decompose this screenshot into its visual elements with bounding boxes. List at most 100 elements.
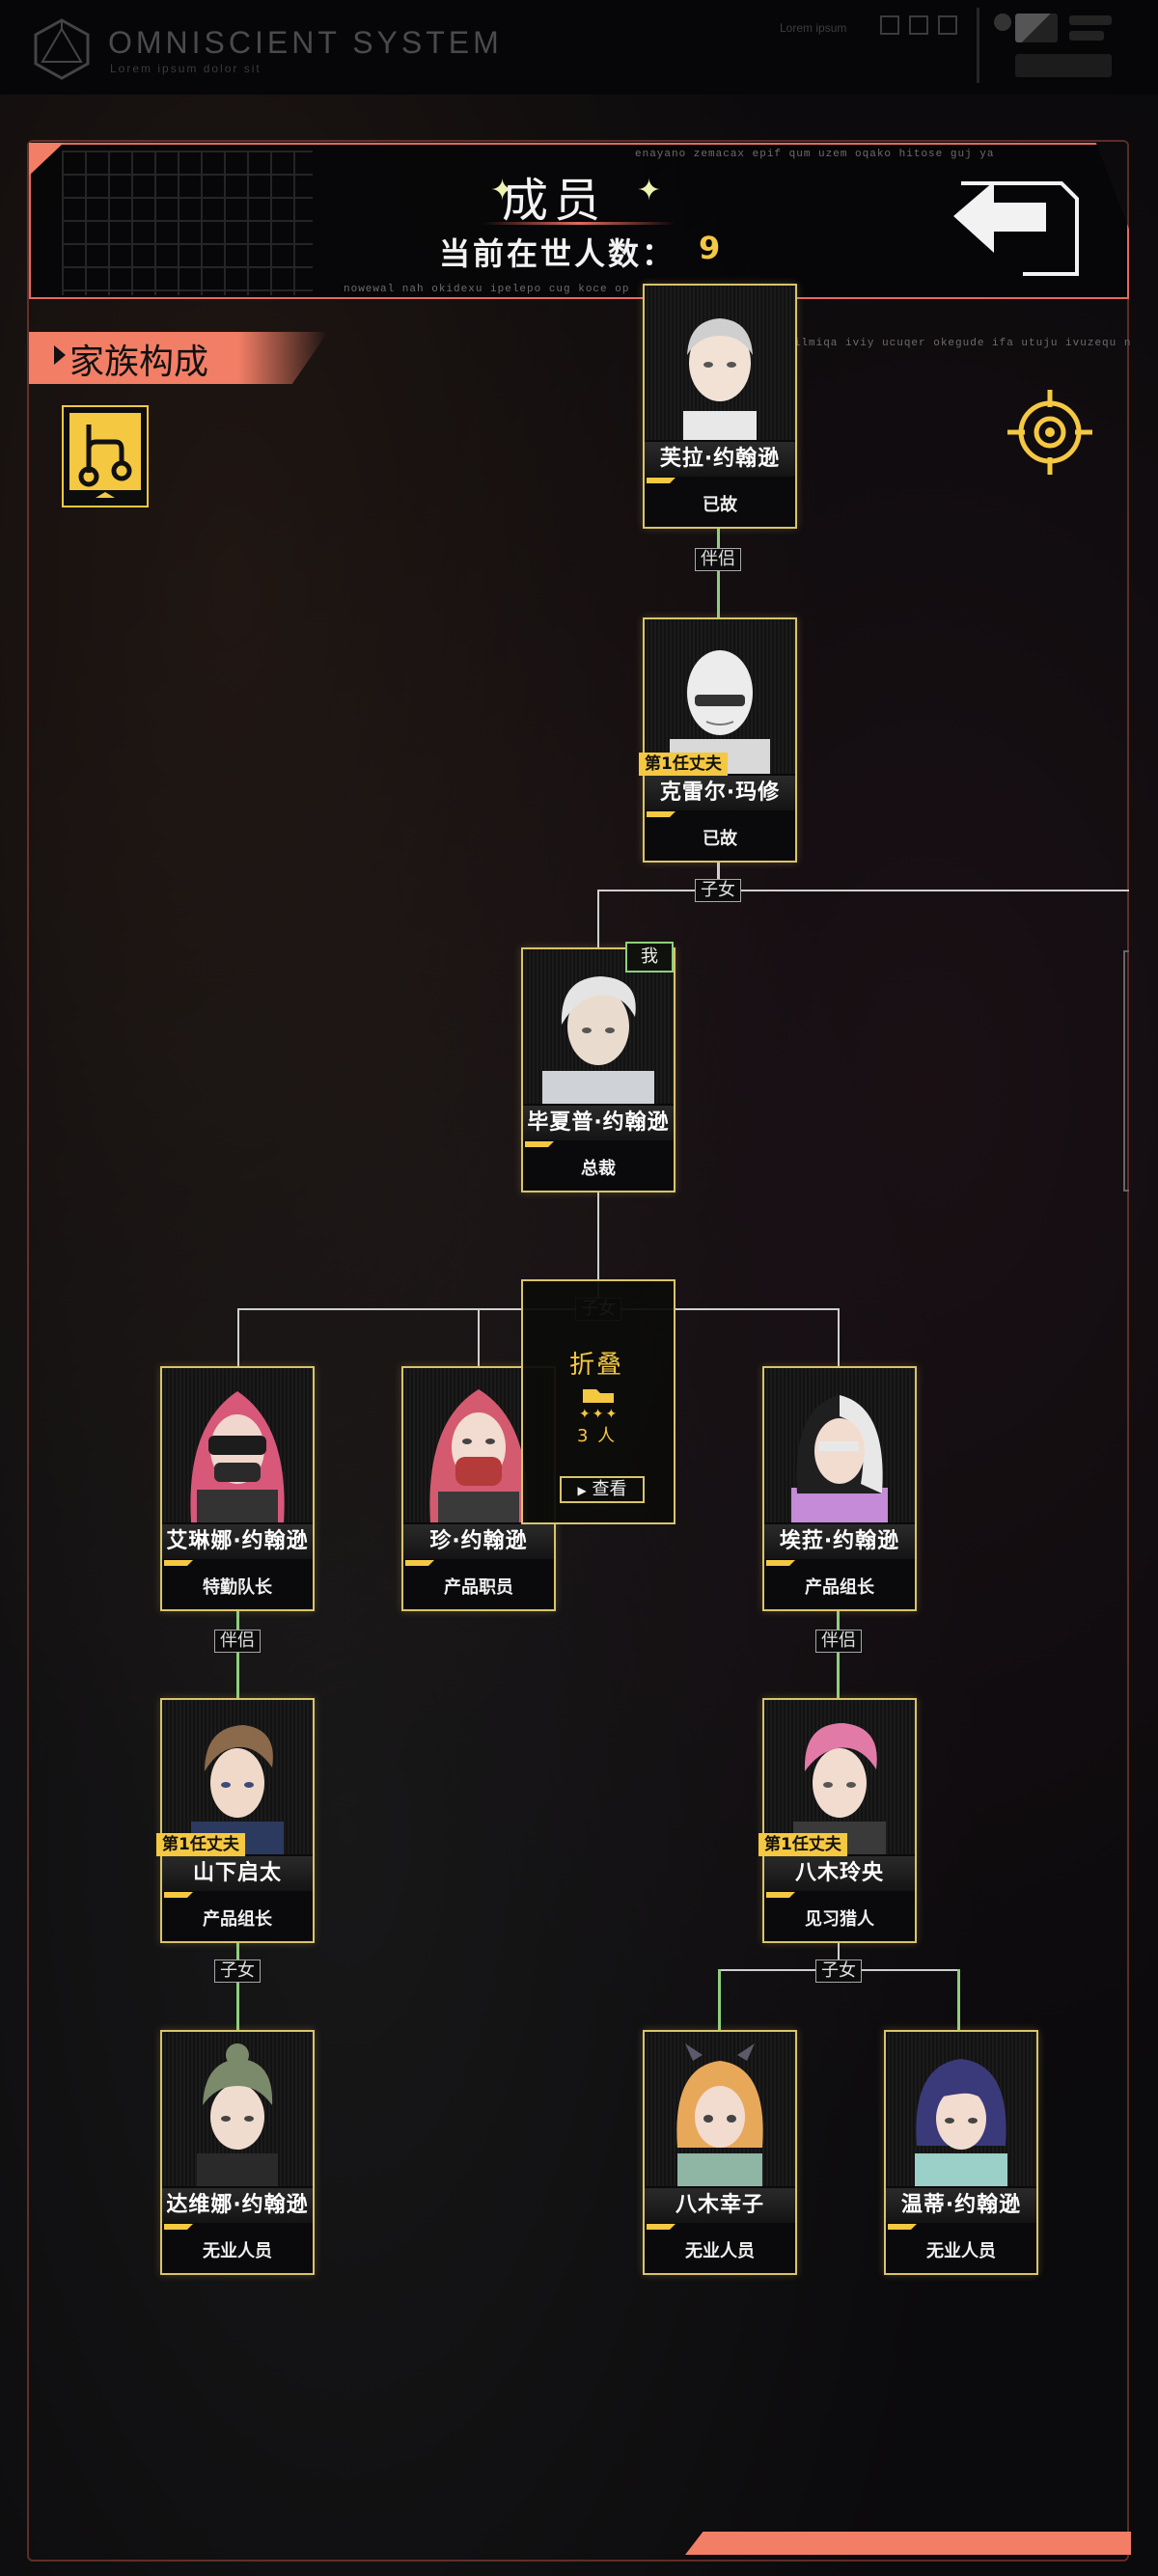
relation-label-partner: 伴侣	[214, 1630, 261, 1653]
children-line-2d	[478, 1308, 480, 1368]
window-box-icon-2[interactable]	[938, 15, 957, 35]
living-count-value: 9	[699, 230, 721, 266]
member-card-bamuxing[interactable]: 八木幸子 无业人员	[643, 2030, 797, 2275]
system-title: OMNISCIENT SYSTEM	[108, 25, 503, 60]
fold-title: 折叠	[569, 1351, 624, 1380]
section-arrow-icon	[54, 345, 66, 365]
card-accent	[164, 2224, 193, 2230]
title-underline	[482, 222, 676, 225]
card-accent	[766, 1560, 795, 1566]
member-role: 特勤队长	[203, 1577, 272, 1598]
member-portrait	[764, 1700, 915, 1854]
card-accent	[525, 1141, 554, 1147]
header-deco-text-bottom: nowewal nah okidexu ipelepo cug koce op	[344, 284, 630, 295]
tree-structure-icon	[69, 413, 141, 498]
member-role: 产品组长	[203, 1909, 272, 1930]
member-name: 达维娜·约翰逊	[162, 2188, 313, 2223]
side-scroll-edge[interactable]	[1123, 950, 1129, 1192]
member-portrait	[645, 619, 795, 774]
window-box-x-icon[interactable]	[909, 15, 928, 35]
member-portrait	[523, 949, 674, 1104]
bar-indicator-icon-2	[1069, 31, 1104, 41]
fold-count: 3 人	[577, 1426, 618, 1446]
member-name: 埃菈·约翰逊	[764, 1524, 915, 1559]
view-label: 查看	[592, 1479, 627, 1499]
children-line-2a	[597, 1189, 599, 1308]
member-portrait	[886, 2032, 1036, 2186]
children-line-1a	[717, 859, 720, 891]
living-count-label: 当前在世人数：	[439, 235, 676, 272]
relation-label-children: 子女	[695, 879, 741, 902]
member-name: 八木玲央	[764, 1856, 915, 1891]
member-card-daweina[interactable]: 达维娜·约翰逊 无业人员	[160, 2030, 315, 2275]
children-line-2c	[237, 1308, 239, 1368]
member-name: 温蒂·约翰逊	[886, 2188, 1036, 2223]
bar-indicator-icon	[1069, 15, 1112, 25]
member-card-ailinna[interactable]: 艾琳娜·约翰逊 特勤队长	[160, 1366, 315, 1611]
play-arrow-icon: ▶	[577, 1484, 587, 1497]
folded-members-card[interactable]: 折叠 ✦✦✦ 3 人 ▶ 查看	[521, 1279, 676, 1524]
member-card-wendi[interactable]: 温蒂·约翰逊 无业人员	[884, 2030, 1038, 2275]
system-subtitle: Lorem ipsum dolor sit	[110, 62, 262, 75]
member-card-bamu[interactable]: 第1任丈夫 八木玲央 见习猎人	[758, 1698, 917, 1943]
star-right-icon: ✦	[637, 174, 662, 207]
member-role: 已故	[703, 495, 737, 515]
children-line-1b	[597, 890, 1129, 891]
member-portrait	[162, 1368, 313, 1522]
top-divider	[977, 8, 979, 83]
card-accent	[888, 2224, 917, 2230]
system-top-bar: OMNISCIENT SYSTEM Lorem ipsum dolor sit …	[0, 0, 1158, 96]
me-tag: 我	[625, 942, 674, 973]
partner-line-1	[717, 529, 720, 619]
member-role: 总裁	[581, 1159, 616, 1179]
back-arrow-button[interactable]	[946, 172, 1081, 280]
card-accent	[647, 2224, 676, 2230]
member-role: 无业人员	[203, 2241, 272, 2261]
member-role: 产品组长	[805, 1577, 874, 1598]
locate-target-icon[interactable]	[1006, 388, 1094, 477]
section-deco-text: ka ilmiqa iviy ucuqer okegude ifa utuju …	[772, 338, 1132, 349]
spouse-order-badge: 第1任丈夫	[156, 1833, 245, 1856]
card-accent	[164, 1560, 193, 1566]
member-card-shanxia[interactable]: 第1任丈夫 山下启太 产品组长	[156, 1698, 315, 1943]
member-portrait	[162, 2032, 313, 2186]
children-line-2e	[838, 1308, 840, 1368]
spouse-order-badge: 第1任丈夫	[758, 1833, 847, 1856]
card-accent	[164, 1892, 193, 1898]
member-name: 克雷尔·玛修	[645, 776, 795, 810]
window-box-icon[interactable]	[880, 15, 899, 35]
children-line-4a	[838, 1939, 840, 1970]
member-portrait	[764, 1368, 915, 1522]
children-line-4c	[718, 1969, 721, 2034]
member-card-aila[interactable]: 埃菈·约翰逊 产品组长	[762, 1366, 917, 1611]
top-right-label: Lorem ipsum	[780, 21, 847, 35]
card-accent	[766, 1892, 795, 1898]
member-name: 艾琳娜·约翰逊	[162, 1524, 313, 1559]
member-card-keleier[interactable]: 第1任丈夫 克雷尔·玛修 已故	[639, 617, 797, 863]
display-icon	[1015, 14, 1058, 42]
member-name: 珍·约翰逊	[403, 1524, 554, 1559]
member-name: 山下启太	[162, 1856, 313, 1891]
spouse-order-badge: 第1任丈夫	[639, 753, 728, 776]
blurred-info	[1015, 54, 1112, 77]
member-card-bixiapu[interactable]: 毕夏普·约翰逊 总裁	[521, 947, 676, 1192]
section-title: 家族构成	[69, 343, 209, 382]
member-portrait	[162, 1700, 313, 1854]
member-card-fula[interactable]: 芙拉·约翰逊 已故	[643, 284, 797, 529]
folder-icon	[583, 1389, 614, 1403]
content-frame	[27, 140, 1129, 2562]
page-title: 成员	[502, 174, 607, 228]
children-line-1c	[597, 890, 599, 949]
member-role: 无业人员	[685, 2241, 755, 2261]
fold-dots: ✦✦✦	[579, 1407, 620, 1422]
member-name: 毕夏普·约翰逊	[523, 1106, 674, 1140]
header-grid-decoration	[62, 151, 313, 295]
view-folded-button[interactable]: ▶ 查看	[560, 1476, 645, 1503]
member-name: 芙拉·约翰逊	[645, 442, 795, 477]
member-name: 八木幸子	[645, 2188, 795, 2223]
card-accent	[647, 478, 676, 483]
family-tree-button[interactable]	[62, 405, 149, 507]
card-accent	[405, 1560, 434, 1566]
member-role: 见习猎人	[805, 1909, 874, 1930]
relation-label-children: 子女	[815, 1959, 862, 1983]
